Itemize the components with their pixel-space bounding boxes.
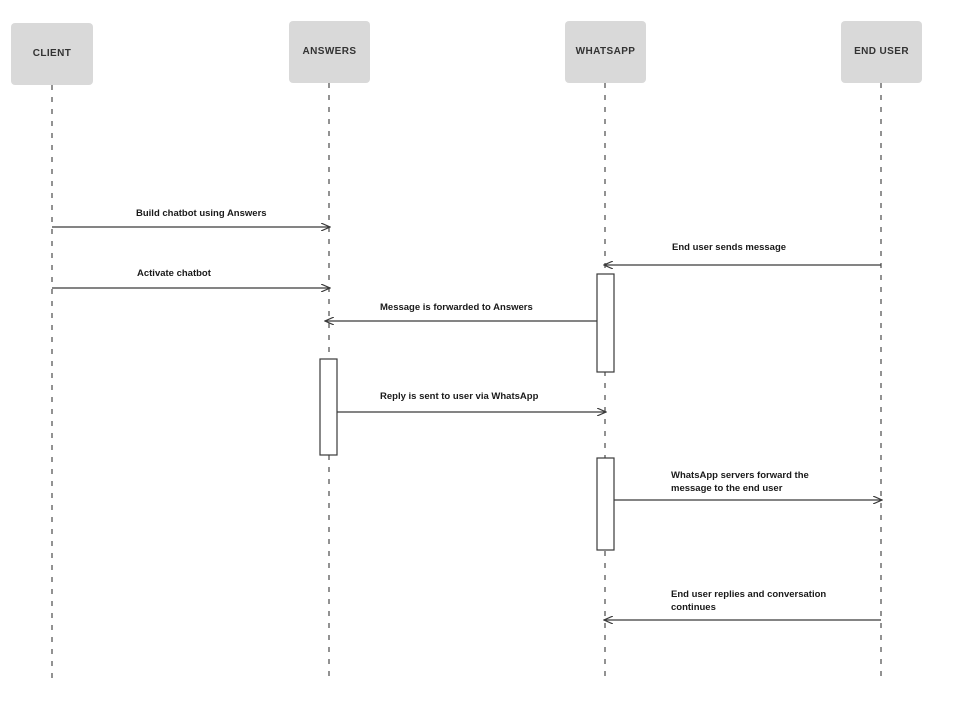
whatsapp-activation-2[interactable] (596, 457, 615, 551)
message-arrows-group (52, 227, 882, 620)
msg-forwarded-to-answers-label: Message is forwarded to Answers (380, 302, 533, 313)
msg-reply-via-whatsapp-label: Reply is sent to user via WhatsApp (380, 391, 539, 402)
participant-label-answers: ANSWERS (302, 46, 357, 57)
answers-activation-1[interactable] (319, 358, 338, 456)
participant-box-enduser[interactable]: END USER (841, 21, 922, 83)
msg-servers-forward-label: WhatsApp servers forward the message to … (671, 470, 809, 494)
participant-box-client[interactable]: CLIENT (11, 23, 93, 85)
participant-box-answers[interactable]: ANSWERS (289, 21, 370, 83)
participant-label-whatsapp: WHATSAPP (575, 46, 636, 57)
participant-label-enduser: END USER (854, 46, 909, 57)
msg-activate-chatbot-label: Activate chatbot (137, 268, 211, 279)
participant-label-client: CLIENT (32, 48, 72, 59)
msg-end-user-sends-label: End user sends message (672, 242, 787, 253)
msg-end-user-replies-label: End user replies and conversation contin… (671, 589, 827, 613)
lifelines-group (51, 83, 882, 678)
participant-box-whatsapp[interactable]: WHATSAPP (565, 21, 646, 83)
whatsapp-activation-1[interactable] (596, 273, 615, 373)
msg-build-chatbot-label: Build chatbot using Answers (136, 208, 267, 219)
activation-bars-group (319, 273, 615, 551)
